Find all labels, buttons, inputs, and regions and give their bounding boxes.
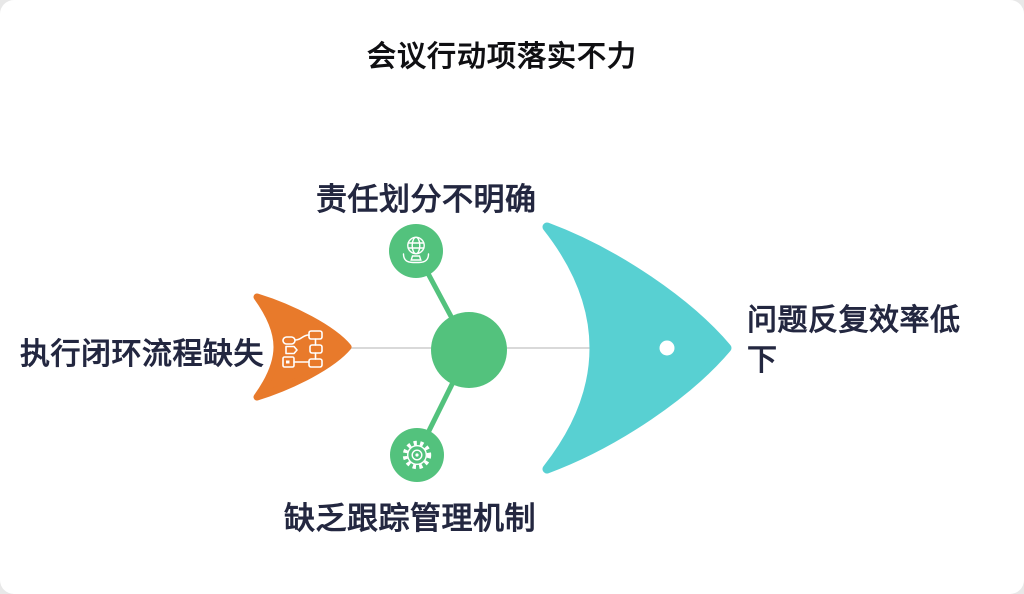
fish-head-shape bbox=[542, 222, 732, 474]
root-cause-label: 执行闭环流程缺失 bbox=[20, 338, 264, 371]
bottom-cause-label: 缺乏跟踪管理机制 bbox=[284, 501, 536, 536]
fish-eye-dot bbox=[659, 340, 675, 356]
tail-arrow-path bbox=[253, 293, 352, 401]
gear-icon bbox=[402, 440, 432, 470]
fish-head-path bbox=[542, 222, 732, 474]
page-title: 会议行动项落实不力 bbox=[366, 41, 637, 73]
flowchart-icon bbox=[282, 330, 323, 368]
tail-arrow-shape bbox=[253, 293, 352, 401]
top-cause-node bbox=[389, 224, 443, 278]
bottom-cause-node bbox=[390, 428, 444, 482]
globe-in-hands-icon bbox=[402, 236, 430, 264]
effect-label: 问题反复效率低下 bbox=[747, 304, 961, 377]
top-cause-circle bbox=[389, 224, 443, 278]
top-cause-label: 责任划分不明确 bbox=[316, 182, 537, 217]
center-hub-circle bbox=[431, 312, 507, 388]
